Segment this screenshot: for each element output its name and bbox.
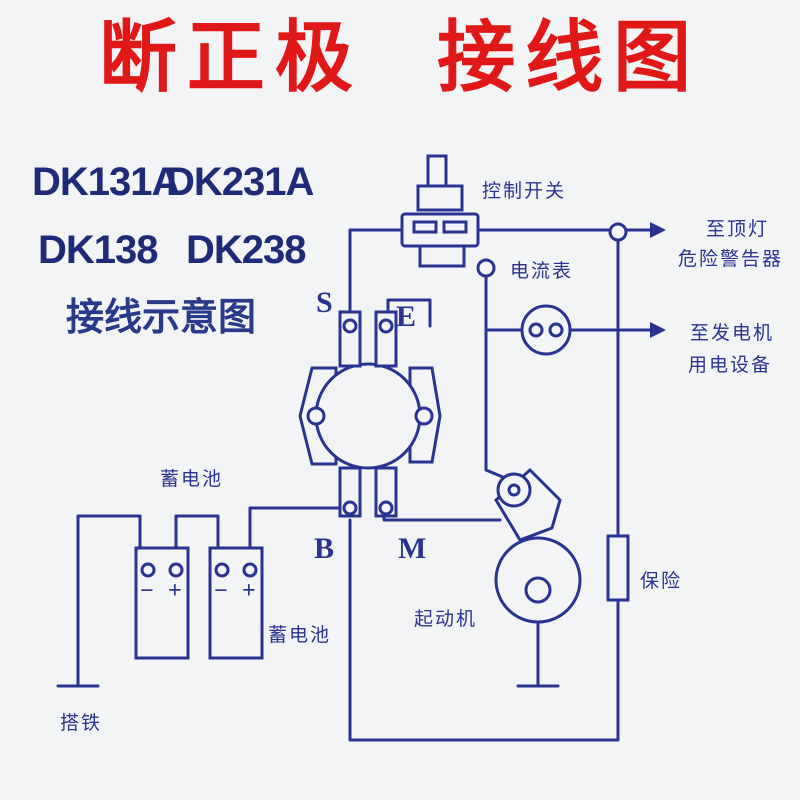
ammeter-starter-wire bbox=[484, 328, 512, 482]
label-terminal-m: M bbox=[398, 532, 427, 565]
arrow-roof bbox=[650, 222, 666, 238]
label-control-switch: 控制开关 bbox=[482, 180, 567, 202]
arrow-generator bbox=[650, 322, 666, 338]
top-bus-wire bbox=[348, 228, 614, 314]
label-terminal-s: S bbox=[316, 286, 333, 319]
page-title: 断正极 接线图 bbox=[98, 13, 702, 103]
battery-2-minus: − bbox=[214, 578, 228, 604]
control-switch bbox=[400, 154, 480, 268]
label-fuse: 保险 bbox=[640, 570, 683, 592]
label-battery-bottom: 蓄电池 bbox=[268, 624, 332, 646]
label-starter: 起动机 bbox=[414, 608, 478, 630]
battery-2 bbox=[208, 546, 264, 660]
starter-motor bbox=[494, 467, 582, 624]
battery-1-minus: − bbox=[140, 578, 154, 604]
diagram-caption: 接线示意图 bbox=[66, 295, 257, 339]
label-to-roof-light-2: 危险警告器 bbox=[678, 248, 784, 270]
battery-link-wire bbox=[174, 514, 220, 550]
label-battery-top: 蓄电池 bbox=[160, 468, 224, 490]
battery-1-plus: + bbox=[168, 578, 182, 604]
ammeter bbox=[520, 304, 572, 356]
m-starter-wire bbox=[382, 506, 502, 522]
label-terminal-e: E bbox=[396, 300, 417, 333]
fuse-line-lower bbox=[348, 518, 620, 742]
relay bbox=[298, 310, 442, 518]
model-dk238: DK238 bbox=[186, 228, 307, 272]
battery-2-plus: + bbox=[242, 578, 256, 604]
label-terminal-b: B bbox=[314, 532, 335, 565]
label-to-generator-1: 至发电机 bbox=[690, 322, 775, 344]
starter-ground bbox=[516, 620, 560, 688]
label-to-roof-light-1: 至顶灯 bbox=[706, 218, 770, 240]
battery-1 bbox=[134, 546, 190, 660]
label-ammeter: 电流表 bbox=[510, 260, 574, 282]
battery-b-wire bbox=[248, 506, 352, 550]
battery-ground-wire bbox=[76, 514, 142, 688]
fuse bbox=[606, 534, 630, 602]
label-ground: 搭铁 bbox=[60, 712, 103, 734]
e-ground-wire bbox=[386, 298, 432, 328]
label-to-generator-2: 用电设备 bbox=[688, 354, 773, 376]
model-dk231a: DK231A bbox=[166, 160, 314, 204]
model-dk131a: DK131A bbox=[32, 160, 180, 204]
model-dk138: DK138 bbox=[38, 228, 159, 272]
